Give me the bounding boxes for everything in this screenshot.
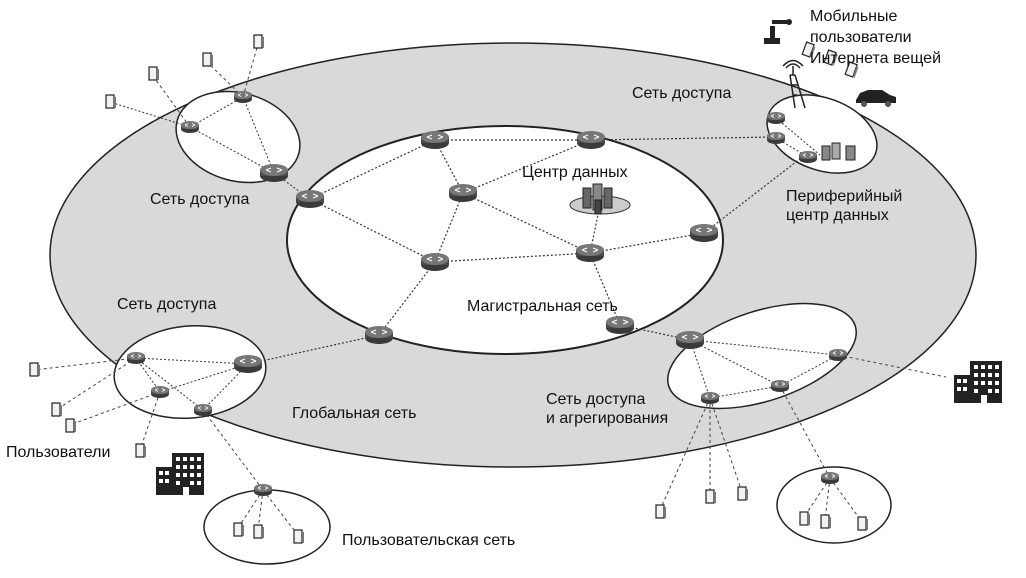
user-device-icon	[705, 489, 717, 504]
user-device-icon	[799, 511, 811, 526]
router	[233, 354, 263, 374]
router	[420, 130, 450, 150]
router	[150, 385, 170, 399]
router	[576, 130, 606, 150]
access-network-top-right-label: Сеть доступа	[632, 85, 732, 102]
data-center-label: Центр данных	[522, 164, 628, 181]
user-device-icon	[253, 34, 265, 49]
user-links	[33, 43, 947, 536]
user-device-icon	[293, 529, 305, 544]
router	[364, 325, 394, 345]
router	[689, 223, 719, 243]
router	[675, 330, 705, 350]
router	[700, 391, 720, 405]
user-device-icon	[737, 486, 749, 501]
router	[126, 351, 146, 365]
router	[766, 111, 786, 125]
router	[253, 483, 273, 497]
router	[820, 471, 840, 485]
user-device-icon	[51, 402, 63, 417]
edge-data-center-icon	[821, 142, 856, 161]
router	[575, 243, 605, 263]
router	[798, 150, 818, 164]
router	[233, 90, 253, 104]
user-network-label: Пользовательская сеть	[342, 532, 516, 549]
car-icon	[856, 90, 896, 107]
router	[193, 403, 213, 417]
router	[828, 348, 848, 362]
building-icon	[156, 453, 204, 495]
user-device-icon	[65, 418, 77, 433]
router	[420, 252, 450, 272]
user-device-icon	[105, 94, 117, 109]
backbone-label: Магистральная сеть	[467, 298, 618, 315]
building-icon	[954, 361, 1002, 403]
user-device-icon	[820, 514, 832, 529]
access-aggregation-network	[667, 302, 857, 410]
data-center-icon	[569, 183, 631, 215]
user-device-icon	[202, 52, 214, 67]
robot-arm-icon	[764, 19, 792, 44]
edge-data-center-label: Периферийный центр данных	[786, 188, 903, 224]
router	[259, 163, 289, 183]
backbone-network-area	[286, 125, 724, 355]
user-device-icon	[135, 443, 147, 458]
user-device-icon	[253, 524, 265, 539]
backbone-links	[247, 136, 806, 365]
router	[448, 183, 478, 203]
router	[605, 315, 635, 335]
global-network-label: Глобальная сеть	[292, 405, 417, 422]
router	[180, 120, 200, 134]
users-label: Пользователи	[6, 444, 111, 461]
access-network-left-label: Сеть доступа	[117, 296, 217, 313]
access-network-top-left-label: Сеть доступа	[150, 191, 250, 208]
router	[766, 131, 786, 145]
cell-tower-icon	[782, 59, 806, 109]
user-device-icon	[233, 522, 245, 537]
user-device-icon	[29, 362, 41, 377]
mobile-users-label: Мобильные пользователи Интернета вещей	[810, 8, 942, 67]
router	[770, 379, 790, 393]
user-device-icon	[857, 516, 869, 531]
access-aggregation-label: Сеть доступа и агрегирования	[546, 391, 669, 427]
user-device-icon	[148, 66, 160, 81]
user-network-ellipse	[203, 489, 331, 565]
router	[295, 189, 325, 209]
user-device-icon	[655, 504, 667, 519]
